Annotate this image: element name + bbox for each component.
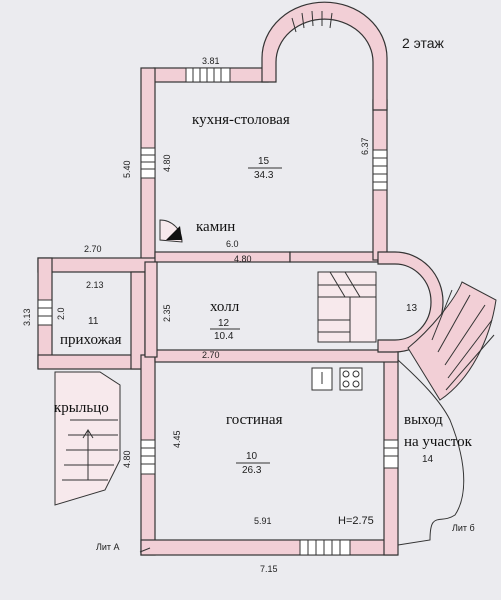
lit-b-label: Лит б	[452, 523, 475, 533]
living-number: 10	[246, 451, 258, 462]
stove-burner-3	[342, 380, 350, 388]
dim-left-540: 5.40	[122, 160, 132, 178]
lit-a-marker	[139, 547, 151, 553]
dim-270-mid: 2.70	[202, 350, 220, 360]
tower-window	[291, 10, 333, 33]
dim-235: 2.35	[162, 304, 172, 322]
stove-icon	[339, 367, 363, 391]
dim-270-top: 2.70	[84, 244, 102, 254]
stove-burner-1	[342, 370, 350, 378]
exit-stairs	[407, 281, 497, 401]
kitchen-number: 15	[258, 156, 270, 167]
stove-burner-2	[352, 370, 360, 378]
dim-living-480: 4.80	[122, 450, 132, 468]
floor-label: 2 этаж	[402, 35, 445, 51]
dim-kitchen-480: 4.80	[162, 154, 172, 172]
porch-stairs-steps	[62, 419, 118, 481]
dim-right-637: 6.37	[360, 137, 370, 155]
kitchen-area: 34.3	[254, 170, 274, 181]
dim-213: 2.13	[86, 280, 104, 290]
dim-top-381: 3.81	[202, 56, 220, 66]
exit-label-line2: на участок	[404, 434, 473, 450]
dim-715: 7.15	[260, 564, 278, 574]
living-name: гостиная	[226, 412, 283, 428]
porch-label: крыльцо	[54, 400, 109, 416]
exit-label-line1: выход	[404, 412, 443, 428]
entry-number: 11	[88, 316, 99, 327]
lit-b-outline	[397, 359, 465, 546]
dim-20: 2.0	[56, 307, 66, 320]
fireplace-label: камин	[196, 219, 235, 235]
dim-60: 6.0	[226, 239, 239, 249]
dim-445: 4.45	[172, 430, 182, 448]
stove-burner-4	[352, 380, 360, 388]
hall-stairs	[317, 271, 377, 343]
dim-313: 3.13	[22, 308, 32, 326]
exit-stairs-steps	[431, 289, 495, 391]
windows	[37, 67, 399, 556]
hall-name: холл	[210, 299, 240, 315]
kitchen-tower-wall	[261, 1, 388, 111]
stair-room-number: 13	[406, 303, 418, 314]
hall-number: 12	[218, 318, 230, 329]
dim-591: 5.91	[254, 516, 272, 526]
lit-a-label: Лит А	[96, 542, 120, 552]
dim-hall-480: 4.80	[234, 254, 252, 264]
hall-area: 10.4	[214, 331, 234, 342]
living-area: 26.3	[242, 465, 262, 476]
entry-name: прихожая	[60, 332, 122, 348]
fireplace-fill	[166, 226, 182, 240]
stair-tower-wall	[377, 251, 444, 353]
exit-number: 14	[422, 454, 434, 465]
kitchen-name: кухня-столовая	[192, 112, 290, 128]
ceiling-height: H=2.75	[338, 515, 374, 527]
